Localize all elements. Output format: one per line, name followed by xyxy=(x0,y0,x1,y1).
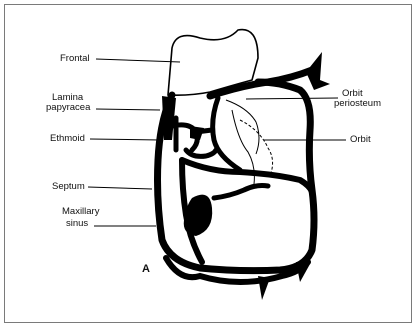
lamina-papyracea xyxy=(213,98,240,170)
turbinate xyxy=(184,195,212,236)
label-orbit-periosteum-2: periosteum xyxy=(334,99,381,109)
leader-ethmoid xyxy=(90,139,160,140)
label-lamina-papyracea-2: papyracea xyxy=(46,103,90,113)
label-frontal: Frontal xyxy=(60,54,90,64)
label-maxillary-sinus-1: Maxillary xyxy=(62,207,99,217)
periosteum-line-2 xyxy=(226,100,259,154)
panel-letter: A xyxy=(142,264,150,274)
label-maxillary-sinus-2: sinus xyxy=(66,219,88,229)
leader-frontal xyxy=(96,59,180,62)
label-orbit: Orbit xyxy=(350,135,371,145)
ethmoid-inner-block xyxy=(190,126,204,140)
leader-septum xyxy=(88,187,152,189)
lower-spike-1 xyxy=(258,276,270,300)
lower-spike-2 xyxy=(296,262,310,282)
label-septum: Septum xyxy=(52,182,85,192)
maxillary-partition xyxy=(214,186,268,199)
top-right-spike xyxy=(306,52,330,90)
leader-orbit-periosteum xyxy=(246,98,338,99)
leader-lamina xyxy=(96,109,160,110)
label-ethmoid: Ethmoid xyxy=(50,134,85,144)
